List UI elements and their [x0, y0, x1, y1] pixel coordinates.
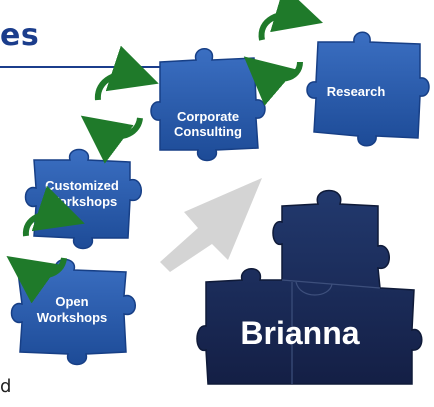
green-cycle-arrow-customized: [6, 185, 85, 304]
title-underline: [0, 66, 200, 68]
puzzle-piece-research: Research: [306, 31, 430, 147]
brianna-label: Brianna: [240, 315, 359, 351]
puzzle-piece-corporate-consulting: Corporate Consulting: [150, 48, 266, 162]
green-cycle-arrow-corporate: [80, 45, 159, 164]
piece-label-customized-line2: Workshops: [47, 194, 118, 209]
piece-label-customized-line1: Customized: [45, 178, 119, 193]
piece-label-research: Research: [327, 84, 386, 99]
grey-direction-arrow: [160, 178, 262, 272]
piece-label-corporate-line2: Consulting: [174, 124, 242, 139]
piece-label-open-line1: Open: [55, 294, 88, 309]
footnote-fragment: d: [0, 376, 12, 397]
piece-label-corporate-line1: Corporate: [177, 109, 239, 124]
puzzle-cluster-brianna: Brianna: [196, 189, 423, 385]
puzzle-piece-customized-workshops: Customized Workshops: [24, 148, 142, 250]
green-cycle-arrow-research: [243, 0, 323, 106]
page-title-fragment: es: [0, 18, 40, 53]
piece-label-open-line2: Workshops: [37, 310, 108, 325]
